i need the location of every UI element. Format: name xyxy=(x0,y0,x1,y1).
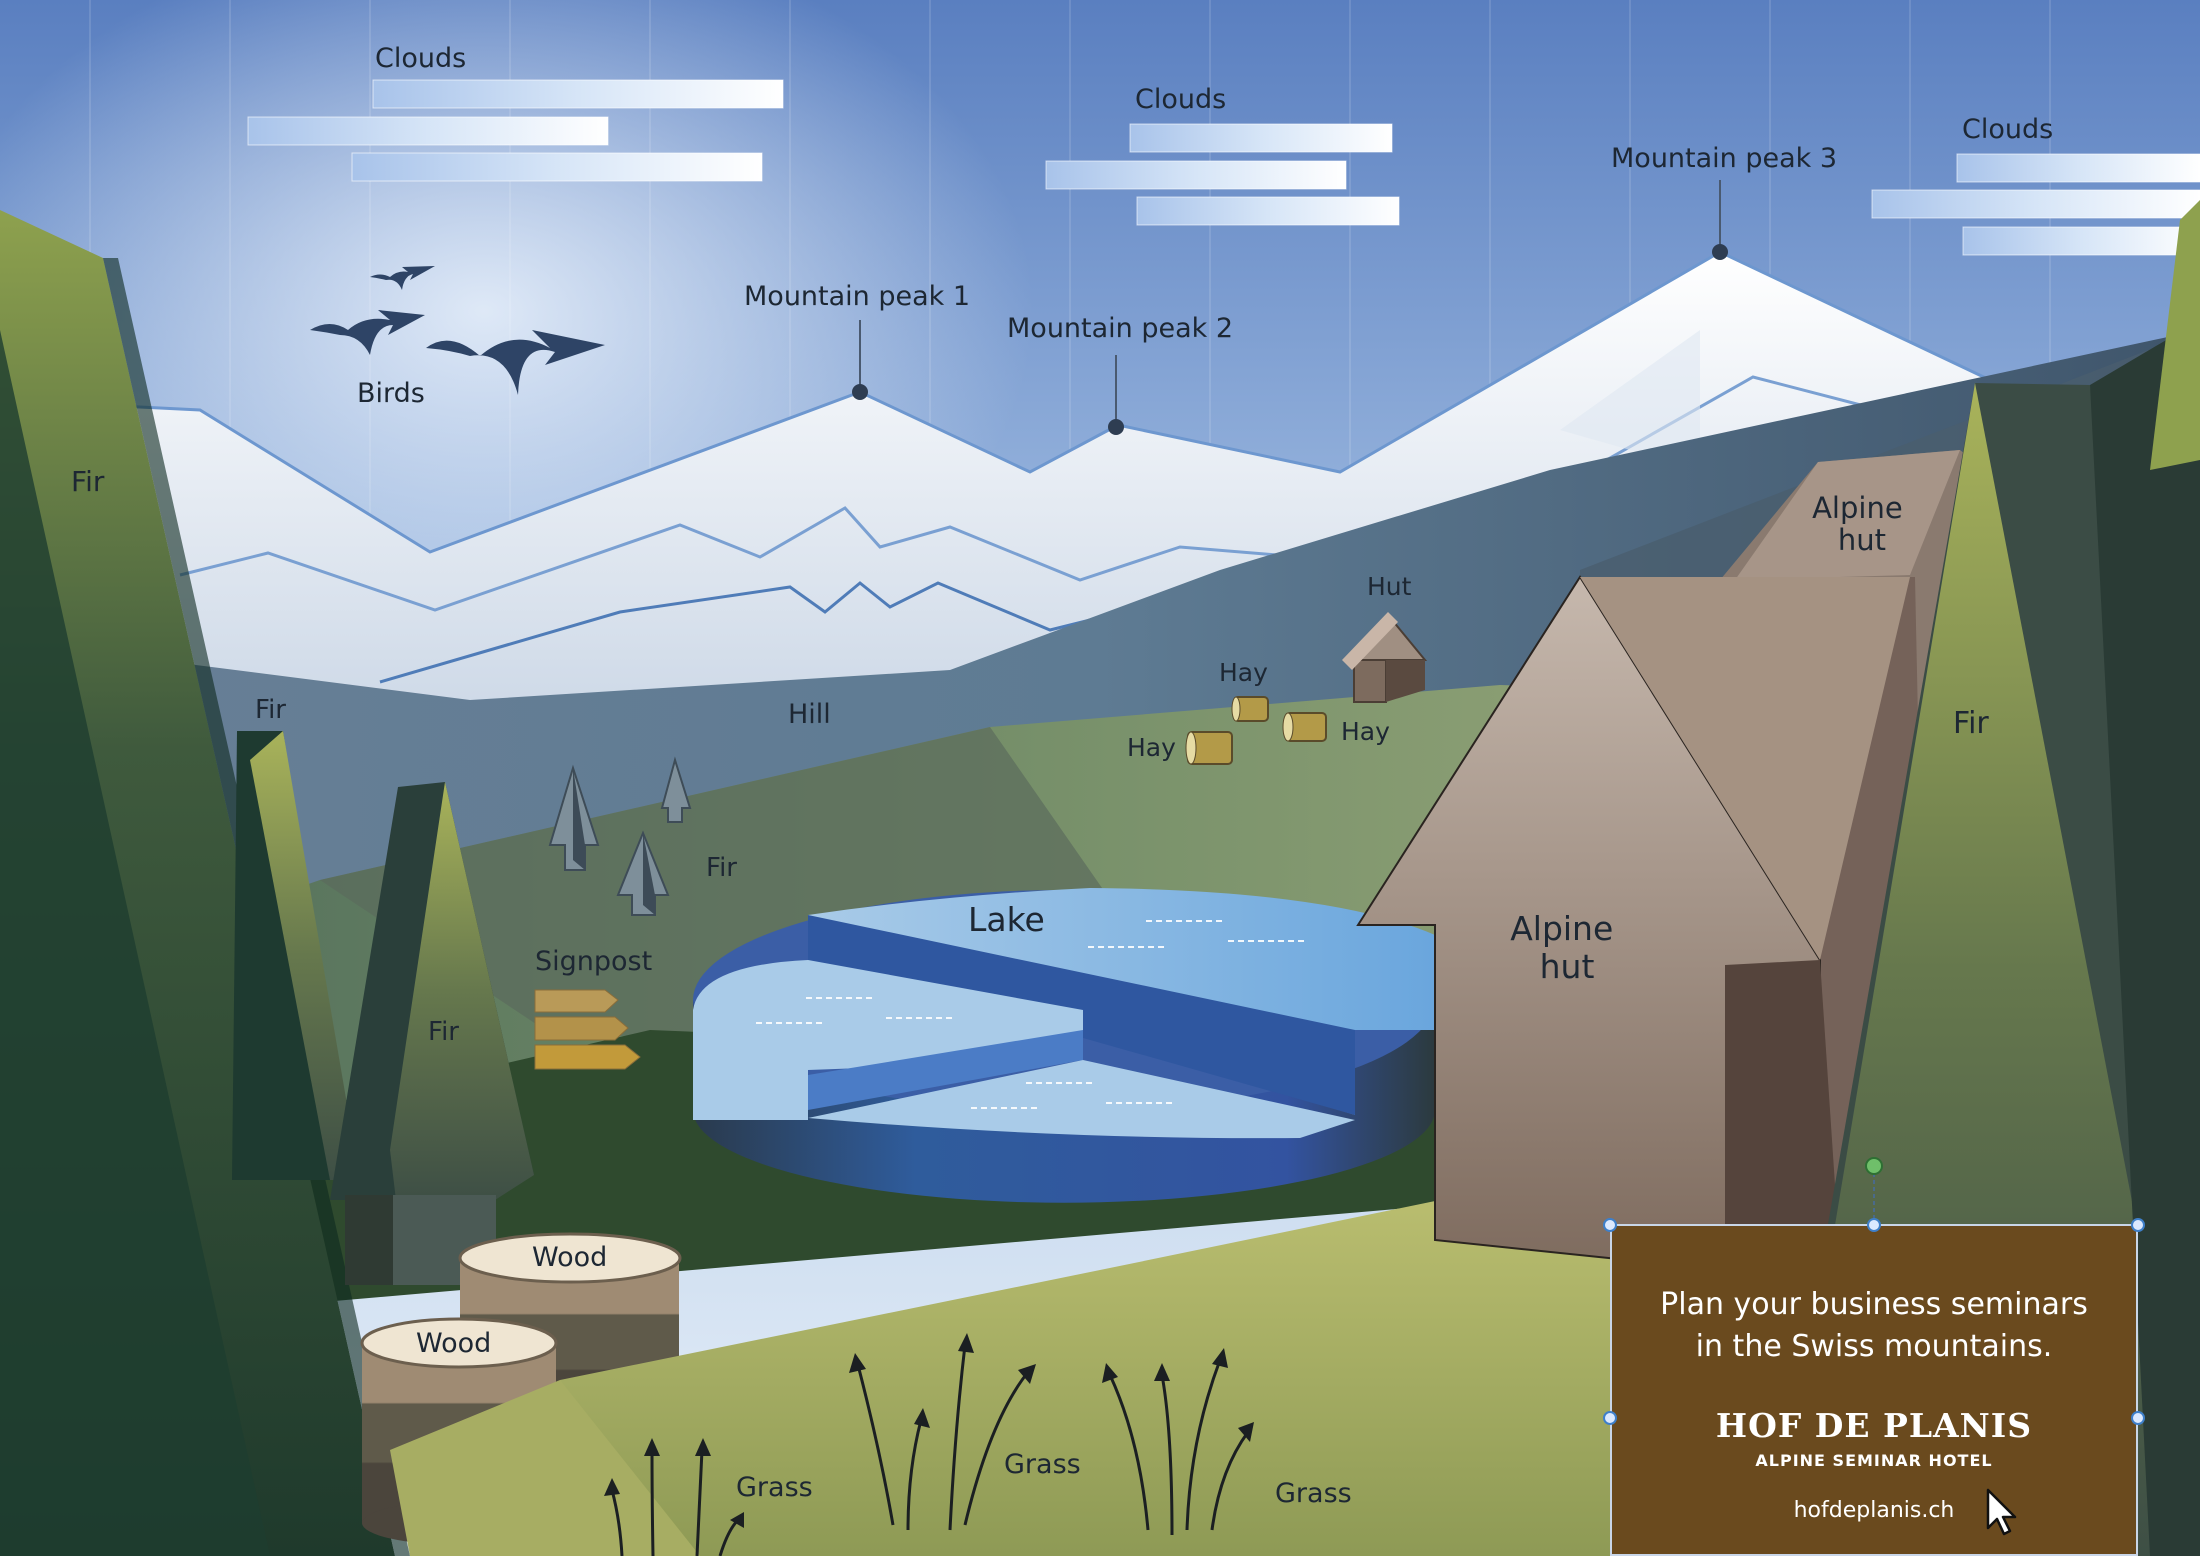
ad-tagline: Plan your business seminars in the Swiss… xyxy=(1612,1284,2136,1368)
clouds-label-middle: Clouds xyxy=(1135,84,1226,115)
hill-label: Hill xyxy=(788,699,831,730)
ad-tagline-line2: in the Swiss mountains. xyxy=(1695,1329,2053,1364)
ad-subbrand: ALPINE SEMINAR HOTEL xyxy=(1755,1451,1993,1470)
small-fir-3 xyxy=(660,756,692,823)
peak-marker-3 xyxy=(1712,180,1728,260)
lake-pie xyxy=(693,888,1435,1203)
alpine-hut-label-small: Alpine hut xyxy=(1812,491,1912,557)
peak-marker-2 xyxy=(1108,355,1124,435)
ad-tagline-line1: Plan your business seminars xyxy=(1660,1287,2088,1322)
peak-2-label: Mountain peak 2 xyxy=(1007,313,1233,344)
resize-handle-top-right[interactable] xyxy=(2131,1218,2145,1232)
ad-text-box[interactable]: Plan your business seminars in the Swiss… xyxy=(1610,1224,2138,1556)
grass-front xyxy=(560,1200,1620,1556)
resize-handle-middle-right[interactable] xyxy=(2131,1411,2145,1425)
hay-bale-2 xyxy=(1282,712,1327,742)
ad-url[interactable]: hofdeplanis.ch xyxy=(1793,1498,1955,1523)
fir-label-center: Fir xyxy=(706,853,737,883)
wood-label-back: Wood xyxy=(532,1242,607,1273)
bird-icon xyxy=(426,330,605,395)
resize-handle-top-middle[interactable] xyxy=(1867,1218,1881,1232)
grass-label-left: Grass xyxy=(736,1472,813,1503)
hay-label-left: Hay xyxy=(1127,733,1176,762)
clouds-label-right: Clouds xyxy=(1962,114,2053,145)
signpost-label: Signpost xyxy=(535,946,652,977)
grass-label-middle: Grass xyxy=(1004,1449,1081,1480)
hut-label: Hut xyxy=(1367,572,1412,601)
fir-far-right xyxy=(2150,200,2200,470)
ad-brand: HOF DE PLANIS xyxy=(1715,1406,2033,1445)
clouds-right xyxy=(1871,153,2200,256)
cursor-icon xyxy=(1986,1488,2017,1536)
birds-label: Birds xyxy=(357,378,425,409)
birds xyxy=(310,266,605,395)
peak-marker-1 xyxy=(852,320,868,400)
peak-1-label: Mountain peak 1 xyxy=(744,281,970,312)
ridge-line-1 xyxy=(0,250,1991,554)
peak-3-label: Mountain peak 3 xyxy=(1611,143,1837,174)
grass-label-right: Grass xyxy=(1275,1478,1352,1509)
wood-label-front: Wood xyxy=(416,1328,491,1359)
alpine-hut-big xyxy=(1356,575,1930,1290)
fir-label-right: Fir xyxy=(1953,706,1989,741)
hay-label-right: Hay xyxy=(1341,717,1390,746)
fir-label-left: Fir xyxy=(71,465,105,498)
alpine-hut-label-big: Alpine hut xyxy=(1510,909,1624,986)
fir-label-left-mid: Fir xyxy=(255,695,286,725)
bird-icon xyxy=(370,266,435,290)
alpine-hut-small-roof xyxy=(1735,450,1960,580)
bird-icon xyxy=(310,310,425,355)
clouds-label-left: Clouds xyxy=(375,43,466,74)
lake-label: Lake xyxy=(968,900,1045,939)
fir-center-left xyxy=(330,782,534,1285)
hay-bale-1 xyxy=(1231,696,1269,722)
resize-handle-top-left[interactable] xyxy=(1603,1218,1617,1232)
fir-left-mid xyxy=(232,731,360,1180)
fir-label-center-left: Fir xyxy=(428,1017,459,1047)
grass-front-shadow xyxy=(390,1380,700,1556)
resize-handle-middle-left[interactable] xyxy=(1603,1411,1617,1425)
scene-labels: Clouds Clouds Clouds Birds Mountain peak… xyxy=(71,43,2053,1509)
grass-arrows xyxy=(610,1344,1250,1556)
hay-bale-3 xyxy=(1185,731,1233,765)
clouds-left xyxy=(247,79,784,182)
small-fir-2 xyxy=(616,830,670,916)
grass-arrowheads xyxy=(604,1333,1254,1528)
small-fir-1 xyxy=(548,764,600,871)
hay-label-top: Hay xyxy=(1219,658,1268,687)
clouds-middle xyxy=(1045,123,1400,226)
signpost xyxy=(534,989,641,1070)
small-hut xyxy=(1342,612,1428,703)
